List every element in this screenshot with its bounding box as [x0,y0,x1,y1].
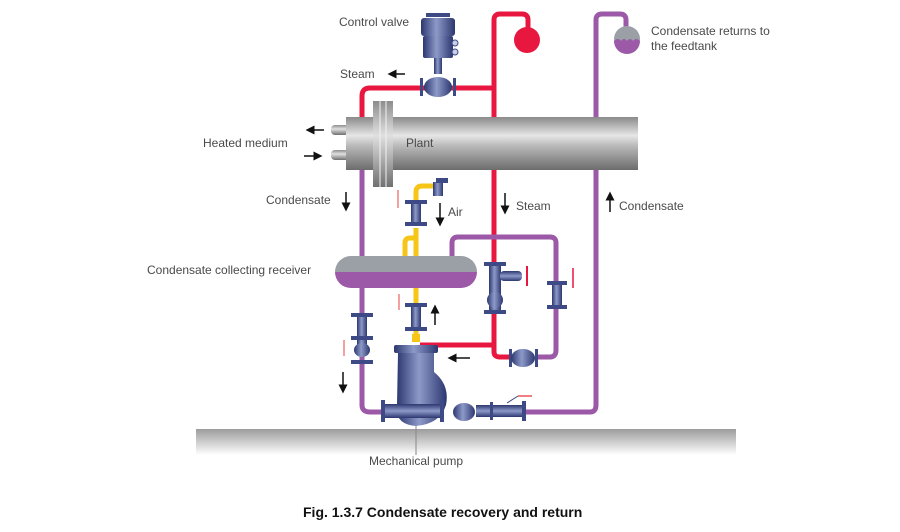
label-control-valve: Control valve [339,15,409,29]
steam-strainer [509,349,538,367]
flow-arrows [304,69,615,394]
air-vent-valve [397,178,448,226]
steam-riser [491,11,531,345]
steam-line-top [359,85,494,125]
label-returns-line2: the feedtank [651,39,718,53]
plant-heat-exchanger [331,101,638,187]
air-line-loop [402,235,416,258]
label-steam-top: Steam [340,67,375,81]
label-receiver: Condensate collecting receiver [147,263,311,277]
condensate-receiver-to-pump [359,288,385,415]
condensate-bypass [449,234,559,360]
label-pump: Mechanical pump [369,454,463,468]
air-check-valve [398,294,427,342]
label-air: Air [448,205,463,219]
condensate-return-main [525,11,629,415]
steam-trap-set [484,262,528,314]
label-condensate-right: Condensate [619,199,684,213]
condensate-receiver [335,256,477,288]
air-line-top [413,183,434,200]
figure-caption: Fig. 1.3.7 Condensate recovery and retur… [303,504,582,520]
control-valve [420,13,459,97]
steam-to-pump [420,342,510,360]
floor [196,429,736,455]
label-plant: Plant [406,136,434,150]
label-condensate-left: Condensate [266,193,331,207]
feedtank-ball [614,26,640,54]
label-heated-medium: Heated medium [203,136,288,150]
label-returns-line1: Condensate returns to [651,24,770,38]
mechanical-pump [381,345,532,455]
label-steam-mid: Steam [516,199,551,213]
condensate-lines [359,11,629,415]
steam-lines [359,11,531,360]
receiver-outlet-valve [343,313,373,364]
steam-outlet-ball [514,27,540,53]
bypass-valve [547,268,574,309]
